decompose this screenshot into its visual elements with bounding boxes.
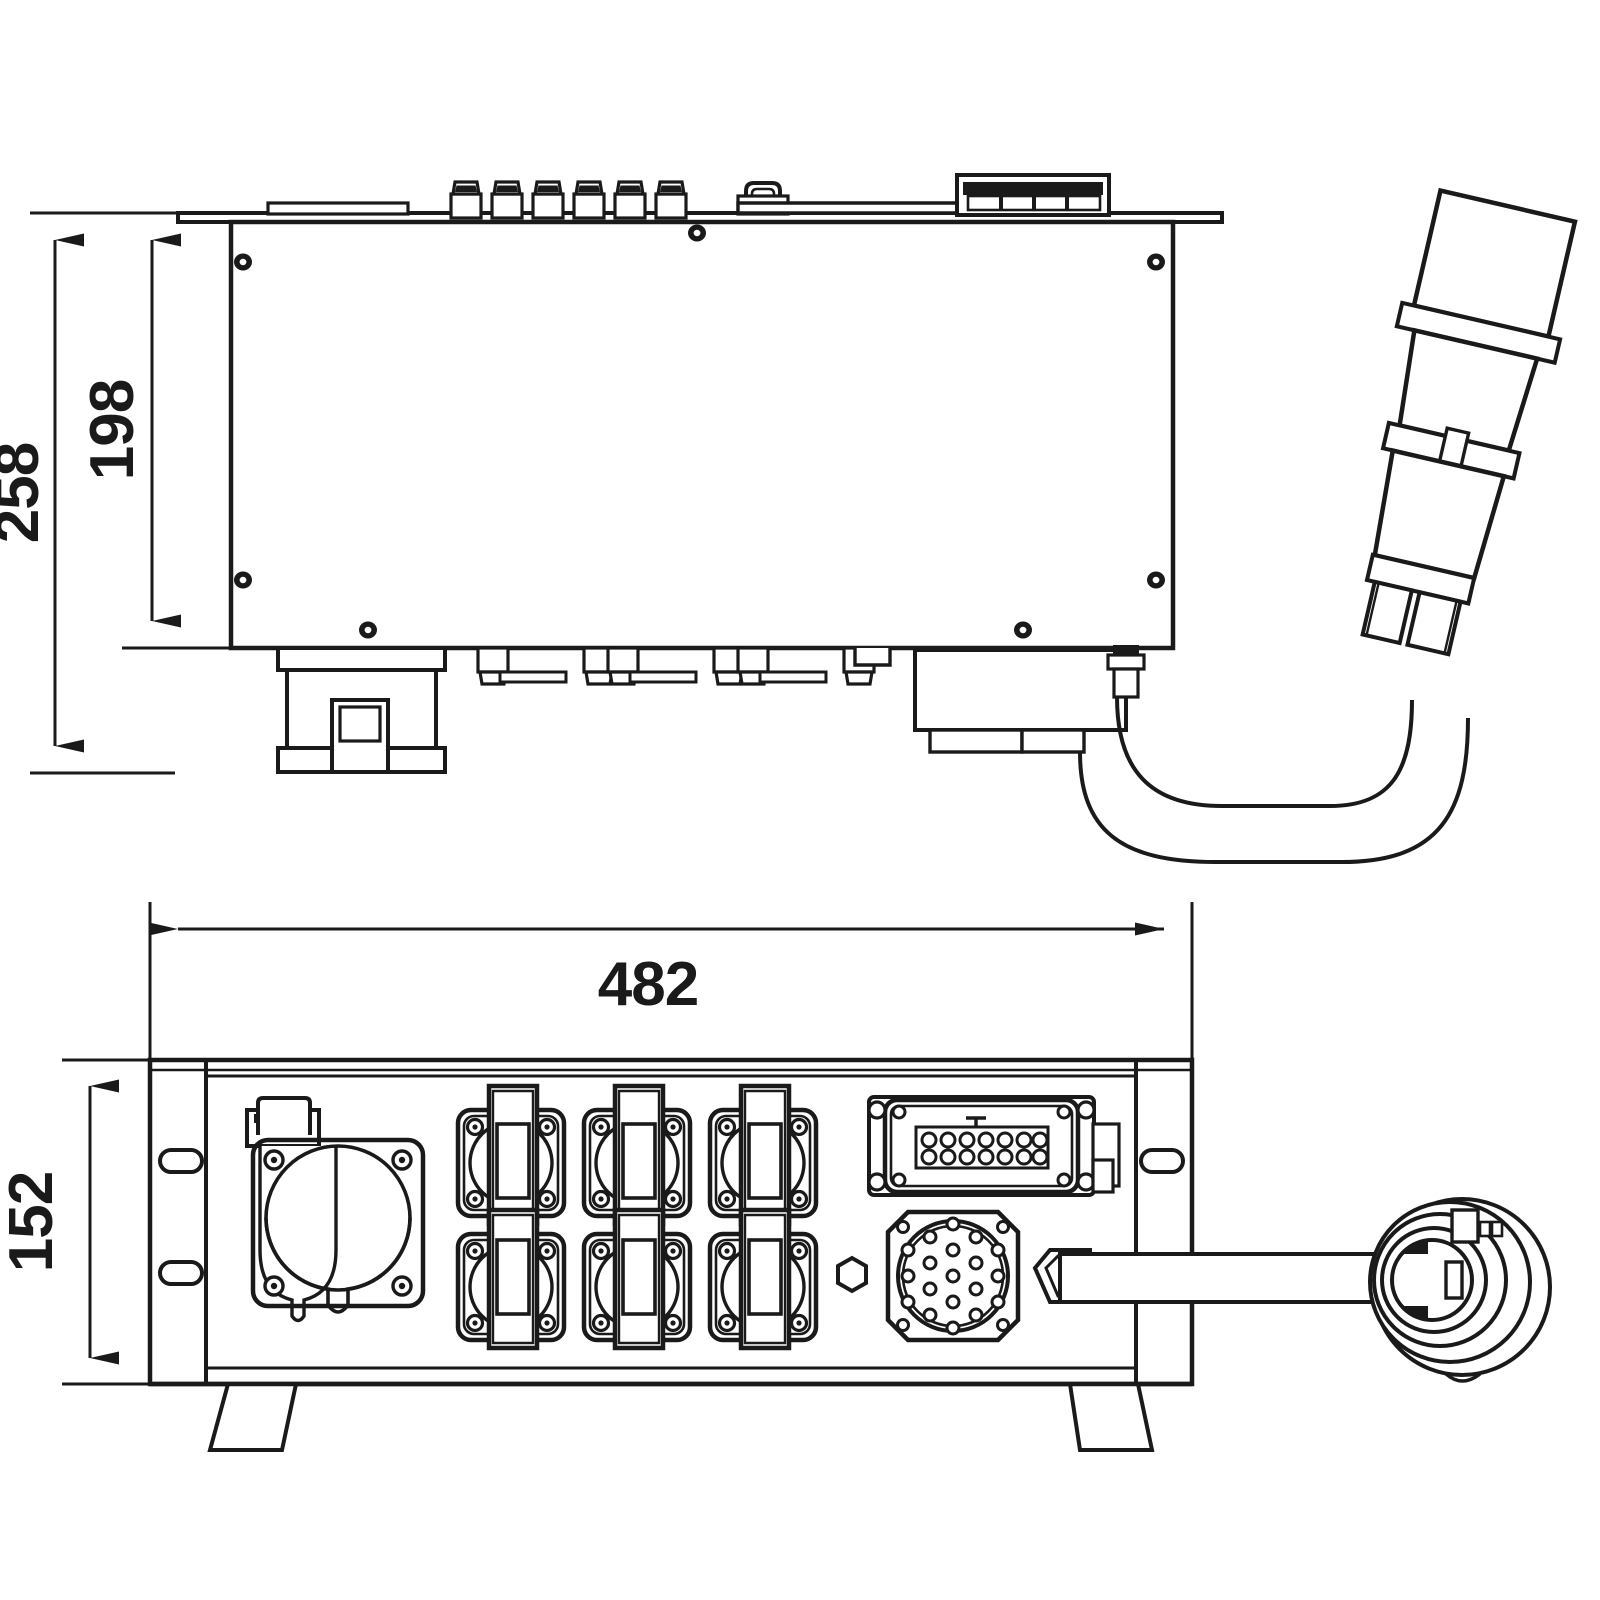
screw-head — [688, 224, 706, 242]
support-foot — [1067, 1382, 1155, 1452]
side-view: 258 198 — [0, 173, 1578, 864]
front-feet — [150, 1381, 1192, 1452]
socket-lid-edge — [654, 180, 688, 220]
multipole-pins — [920, 1131, 1049, 1166]
rack-slot-hole — [1139, 1148, 1185, 1174]
rack-slot-hole — [158, 1148, 204, 1174]
screw-head — [1147, 253, 1165, 271]
schuko-pair-edge — [476, 646, 616, 686]
screw-head — [234, 253, 252, 271]
socket-lid-edge — [490, 180, 524, 220]
side-view-cee-body — [276, 646, 447, 774]
schuko-socket-row-bottom — [458, 1210, 816, 1348]
front-tail-plug — [1368, 1197, 1552, 1383]
dimension-body-height: 198 — [78, 211, 242, 650]
side-view-tail-cable — [1078, 696, 1470, 864]
round-connector-pins — [900, 1216, 1006, 1336]
cee-socket — [245, 1096, 426, 1323]
side-view-body — [228, 219, 1176, 651]
dimension-label-198: 198 — [78, 380, 147, 480]
rack-slot-hole — [158, 1260, 204, 1286]
dimension-label-152: 152 — [0, 1172, 66, 1272]
schuko-pair-edge — [606, 646, 746, 686]
screw-head — [234, 571, 252, 589]
front-view: 482 152 — [0, 902, 1552, 1452]
screw-head — [359, 621, 377, 639]
side-view-connector-housing — [853, 645, 1146, 754]
dimension-overall-height: 258 — [0, 211, 175, 775]
multipole-connector — [867, 1095, 1121, 1197]
dimension-overall-width: 482 — [148, 902, 1194, 1062]
dimension-label-482: 482 — [598, 950, 698, 1019]
side-view-tail-plug — [1360, 187, 1578, 657]
socket-lid-edge — [572, 180, 606, 220]
socket-lid-edge — [613, 180, 647, 220]
dimension-face-height: 152 — [0, 1058, 172, 1386]
front-cable — [1058, 1252, 1392, 1304]
schuko-socket-row-top — [458, 1086, 816, 1224]
screw-head — [1014, 621, 1032, 639]
support-foot — [207, 1382, 299, 1452]
socket-lid-edge — [449, 180, 483, 220]
hex-blanking-plug — [836, 1255, 868, 1294]
round-multipin-connector — [885, 1209, 1021, 1343]
front-inner-face — [204, 1074, 1138, 1370]
screw-head — [1147, 571, 1165, 589]
dimension-label-258: 258 — [0, 443, 52, 543]
side-view-multipole-edge — [955, 173, 1111, 217]
side-view-schuko-bodies — [476, 646, 876, 686]
schuko-pair-edge — [736, 646, 876, 686]
socket-lid-edge — [531, 180, 565, 220]
